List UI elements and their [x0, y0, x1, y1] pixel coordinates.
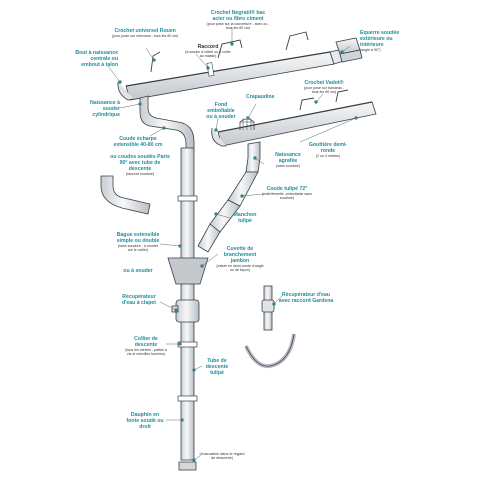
label-naissance-cylindrique: Naissance à souder cylindrique	[90, 100, 120, 118]
label-equerre: Equerre soudée extérieure ou intérieure …	[360, 30, 400, 52]
label-coude-tulipe: Coude tulipé 72° (mâle/femelle, emboîtab…	[262, 186, 312, 201]
upper-gutter	[117, 48, 348, 101]
leaf-guard-mesh	[240, 116, 254, 130]
label-fond: Fond emboîtable ou à souder	[206, 102, 236, 120]
fascia-hooks	[299, 89, 349, 111]
label-recuperateur-clapet: Récupérateur d'eau à clapet	[121, 294, 157, 306]
label-naissance-agrafee: Naissance agrafée (sans soudure)	[275, 152, 301, 168]
loose-elbow-pieces	[100, 175, 151, 215]
rain-hopper	[167, 257, 209, 285]
label-raccord: Raccord (à souder à ridelé ou à coller a…	[185, 44, 231, 59]
label-crochet-negratil: Crochet Negratil® bac acier ou fibro cim…	[206, 10, 270, 31]
label-gouttiere: Gouttière demi-ronde (2 ou 4 mètres)	[308, 142, 348, 158]
label-crochet-vadot: Crochet Vadot® (pour pose sur bandeau - …	[303, 80, 345, 95]
label-cuvette: Cuvette de branchement jambon (existe en…	[216, 246, 264, 273]
label-collier: Collier de descente (tous les mètres - p…	[125, 336, 167, 357]
gardena-collector	[244, 285, 296, 369]
lower-gutter	[211, 101, 377, 147]
lower-outlet	[197, 141, 261, 253]
label-manchon: Manchon tulipé	[233, 212, 257, 224]
label-ou-souder: ou à souder	[123, 268, 153, 274]
label-bague: Bague extensible simple ou double (sans …	[116, 232, 160, 253]
label-dauphin: Dauphin en fonte soudé ou droit	[126, 412, 164, 430]
gutter-hooks	[150, 31, 309, 73]
leader-lines	[107, 28, 358, 462]
label-crapaudine: Crapaudine	[246, 94, 275, 100]
label-tube: Tube de descente tulipé	[205, 358, 229, 376]
label-crochet-universel: Crochet universel Rouen (pour pose sur c…	[112, 28, 179, 38]
label-evacuation: (évacuation dans le regard de descente)	[199, 452, 245, 461]
label-coudes-soudes: ou coudes soudés Paris 90° avec tube de …	[110, 154, 170, 176]
coupling-band	[206, 62, 215, 77]
corner-piece	[335, 37, 363, 63]
label-bout-naissance: Bout à naissance centrale ou embout à ta…	[75, 50, 118, 68]
label-coude-echarpe: Coude écharpe extensible 40-80 cm	[113, 136, 163, 148]
label-recuperateur-gardena: Récupérateur d'eau avec raccord Gardena	[278, 292, 334, 304]
